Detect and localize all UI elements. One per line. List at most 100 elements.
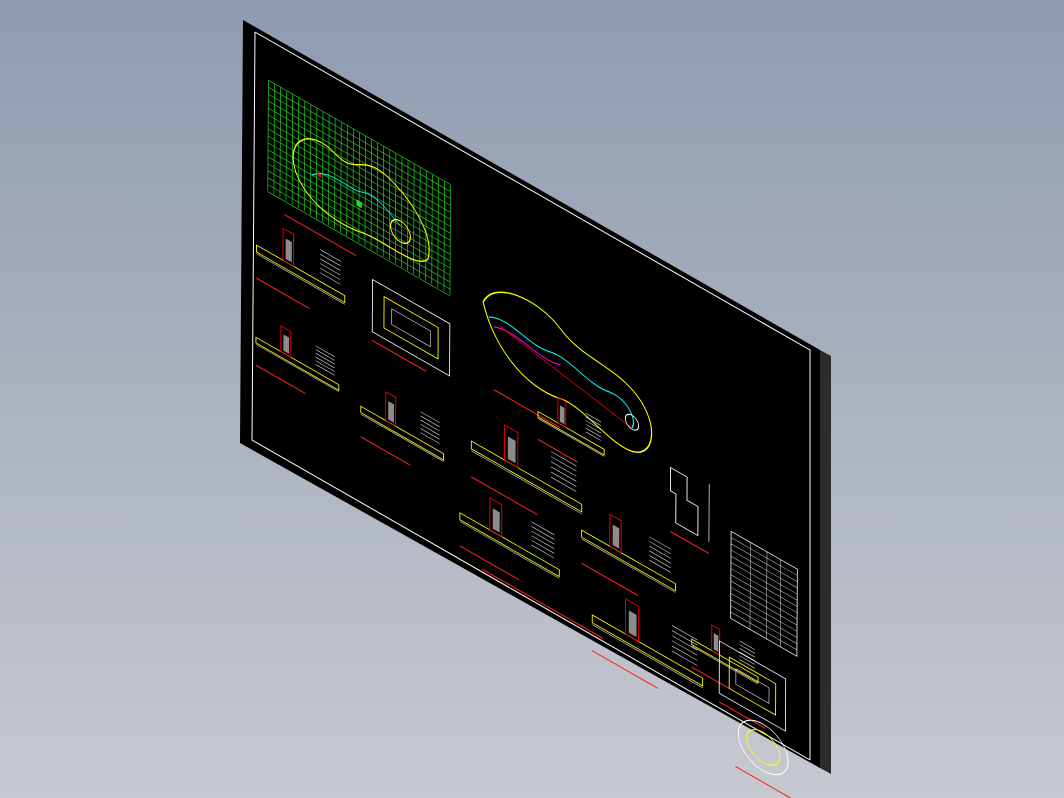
section-wall bbox=[609, 513, 622, 554]
grid-vline bbox=[273, 83, 275, 195]
grid-hline bbox=[267, 177, 451, 283]
section-base bbox=[591, 614, 704, 687]
panel-label-rule bbox=[372, 339, 427, 372]
panel-label-rule bbox=[581, 562, 638, 596]
waterway-plan bbox=[482, 291, 653, 453]
grid-hline bbox=[267, 163, 451, 269]
panel-label-rule bbox=[735, 765, 791, 798]
waterway-channel bbox=[488, 316, 634, 429]
section-note-line bbox=[585, 427, 601, 438]
table-row-line bbox=[731, 543, 798, 582]
grid-vline bbox=[285, 90, 287, 202]
section-ground bbox=[691, 645, 758, 685]
panel-label-rule bbox=[360, 436, 411, 466]
section-note-line bbox=[531, 530, 555, 545]
section-hatch bbox=[628, 610, 637, 638]
table-row-line bbox=[731, 537, 798, 576]
section-note-line bbox=[649, 541, 671, 555]
section-wall bbox=[489, 497, 503, 538]
elevation-detail bbox=[669, 466, 710, 555]
section-note-line bbox=[531, 521, 555, 536]
section-note-line bbox=[649, 550, 671, 564]
grid-vline bbox=[394, 153, 397, 264]
section-base bbox=[691, 638, 759, 684]
grid-hline bbox=[268, 93, 451, 199]
table-row-line bbox=[730, 593, 798, 632]
section-ground bbox=[471, 450, 582, 515]
grid-vline bbox=[449, 184, 451, 295]
section-base bbox=[581, 529, 676, 592]
section-note-line bbox=[315, 364, 335, 376]
site-grid-plan bbox=[267, 79, 451, 297]
section-note-line bbox=[551, 456, 577, 472]
sheet-title-rule bbox=[481, 568, 604, 640]
section-note-line bbox=[649, 536, 671, 550]
plan-outer bbox=[718, 640, 787, 732]
section-detail-b bbox=[255, 325, 340, 395]
grid-hline bbox=[268, 121, 451, 227]
panel-label-rule bbox=[493, 389, 561, 429]
section-note-line bbox=[315, 345, 335, 358]
panel-label-rule bbox=[670, 530, 709, 555]
section-note-line bbox=[585, 416, 601, 426]
plan-detail-b bbox=[718, 640, 787, 732]
grid-hline bbox=[267, 191, 450, 297]
section-note-line bbox=[531, 535, 555, 550]
grid-hline bbox=[268, 114, 451, 220]
section-detail-d bbox=[470, 424, 583, 516]
section-note-line bbox=[649, 545, 671, 559]
section-note-line bbox=[320, 267, 341, 281]
section-note-line bbox=[550, 476, 577, 492]
material-table bbox=[730, 530, 798, 657]
panel-label-rule bbox=[459, 545, 520, 581]
section-note-line bbox=[671, 645, 698, 661]
table-row-line bbox=[730, 599, 797, 638]
section-note-line bbox=[315, 360, 335, 372]
grid-hline bbox=[268, 100, 451, 206]
section-note-line bbox=[420, 428, 440, 440]
section-hatch bbox=[285, 238, 292, 263]
section-note-line bbox=[320, 272, 341, 285]
section-note-line bbox=[320, 253, 341, 267]
section-note-line bbox=[671, 635, 698, 651]
grid-vline bbox=[425, 170, 427, 282]
section-note-line bbox=[649, 555, 671, 569]
section-note-line bbox=[315, 356, 335, 369]
section-note-line bbox=[671, 630, 698, 646]
waterway-outline bbox=[482, 291, 653, 453]
section-wall bbox=[280, 325, 292, 358]
section-ground bbox=[255, 343, 339, 392]
grid-vline bbox=[376, 142, 379, 254]
section-note-line bbox=[649, 559, 671, 573]
section-note-line bbox=[420, 423, 440, 436]
table-row-line bbox=[730, 562, 798, 601]
table-row-line bbox=[730, 605, 797, 644]
section-note-line bbox=[550, 466, 577, 482]
grid-hline bbox=[268, 128, 451, 234]
section-ground bbox=[581, 538, 676, 593]
grid-hline bbox=[268, 79, 451, 185]
table-row-line bbox=[730, 555, 798, 595]
drawing-sheet[interactable] bbox=[240, 20, 820, 768]
section-note-line bbox=[550, 461, 577, 477]
grid-vline bbox=[297, 97, 300, 209]
section-note-line bbox=[671, 625, 698, 641]
table-row-line bbox=[731, 549, 798, 589]
section-base bbox=[360, 405, 445, 461]
section-note-line bbox=[420, 419, 440, 432]
grid-hline bbox=[268, 86, 451, 192]
waterway-channel-inner bbox=[493, 326, 561, 366]
grid-vline bbox=[358, 132, 360, 243]
section-hatch bbox=[492, 508, 500, 533]
section-detail-c bbox=[360, 391, 445, 466]
grid-vline bbox=[279, 87, 281, 198]
site-marker bbox=[356, 199, 362, 209]
section-base bbox=[255, 244, 346, 304]
section-ground bbox=[256, 253, 345, 305]
plan-core bbox=[735, 668, 770, 704]
grid-vline bbox=[291, 93, 293, 205]
table-row-line bbox=[730, 574, 798, 613]
section-note-line bbox=[531, 540, 555, 554]
